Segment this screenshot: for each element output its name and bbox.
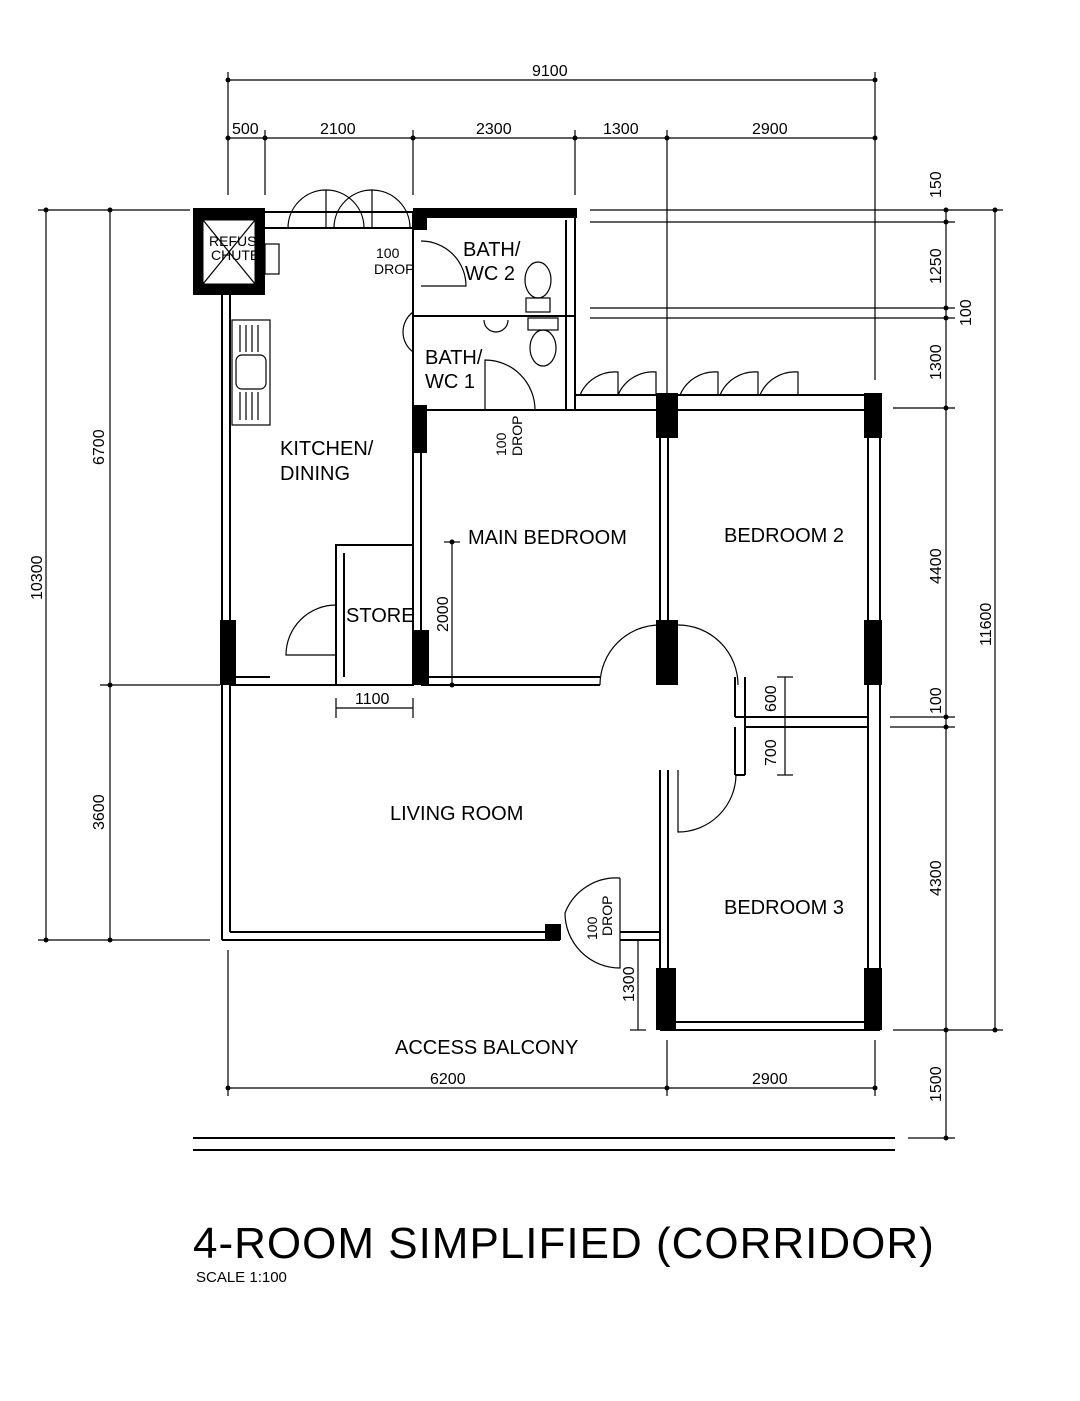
dim-right-segment: 1250 — [928, 248, 945, 284]
dim-right-segment: 150 — [928, 171, 945, 198]
refuse-chute-label: REFUSE — [209, 233, 266, 249]
dim-right-segment: 1500 — [928, 1066, 945, 1102]
dim-right-segment: 4300 — [928, 860, 945, 896]
dim-partition: 700 — [763, 739, 780, 766]
dim-bottom-segment: 2900 — [752, 1071, 788, 1088]
dim-left-segment: 6700 — [91, 429, 108, 465]
kitchen-label: KITCHEN/ — [280, 438, 374, 460]
bedroom2-label: BEDROOM 2 — [724, 525, 844, 547]
dim-left-segment: 3600 — [91, 794, 108, 830]
dim-left-total: 10300 — [29, 555, 46, 600]
dim-store-width: 1100 — [355, 691, 390, 708]
drop-note: DROP — [599, 896, 615, 936]
plan-scale: SCALE 1:100 — [196, 1269, 287, 1286]
dim-main-bedroom-depth: 2000 — [435, 596, 452, 632]
columns — [220, 208, 882, 1030]
dim-balcony-door: 1300 — [621, 966, 638, 1002]
drop-note: DROP — [374, 261, 414, 277]
kitchen-label: DINING — [280, 463, 350, 485]
living-room-label: LIVING ROOM — [390, 803, 523, 825]
dim-top-segment: 2300 — [476, 121, 512, 138]
drop-note: 100 — [584, 916, 600, 940]
dim-partition: 600 — [763, 685, 780, 712]
store-label: STORE — [346, 605, 415, 627]
main-bedroom-label: MAIN BEDROOM — [468, 527, 627, 549]
dim-top-segment: 1300 — [603, 121, 639, 138]
dim-right-mid: 100 — [958, 299, 975, 326]
bath2-label: WC 2 — [465, 263, 515, 285]
dimension-labels: 9100 500 2100 2300 1300 2900 6200 2900 1… — [29, 63, 995, 1102]
plan-title: 4-ROOM SIMPLIFIED (CORRIDOR) — [193, 1219, 935, 1268]
bedroom3-label: BEDROOM 3 — [724, 897, 844, 919]
drop-notes: 100 DROP 100 DROP 100 DROP — [374, 245, 615, 940]
dim-top-segment: 500 — [232, 121, 259, 138]
fixtures — [231, 261, 559, 426]
bath2-label: BATH/ — [463, 239, 521, 261]
bath1-label: BATH/ — [425, 347, 483, 369]
dim-right-segment: 100 — [928, 687, 945, 714]
doors — [285, 189, 799, 969]
dim-top-segment: 2900 — [752, 121, 788, 138]
access-balcony-label: ACCESS BALCONY — [395, 1037, 578, 1059]
dim-top-total: 9100 — [532, 63, 568, 80]
drop-note: DROP — [509, 416, 525, 456]
dim-right-segment: 1300 — [928, 344, 945, 380]
dim-bottom-segment: 6200 — [430, 1071, 466, 1088]
room-labels: BATH/ WC 2 BATH/ WC 1 KITCHEN/ DINING ST… — [280, 239, 844, 1059]
refuse-chute: REFUSE CHUTE — [193, 208, 280, 295]
dim-right-segment: 4400 — [928, 548, 945, 584]
dim-right-total: 11600 — [978, 603, 995, 646]
drop-note: 100 — [493, 432, 509, 456]
bath1-label: WC 1 — [425, 371, 475, 393]
dimension-lines — [38, 72, 1003, 1141]
drop-note: 100 — [376, 245, 400, 261]
walls — [193, 211, 895, 1151]
dim-top-segment: 2100 — [320, 121, 356, 138]
refuse-chute-label: CHUTE — [211, 247, 259, 263]
